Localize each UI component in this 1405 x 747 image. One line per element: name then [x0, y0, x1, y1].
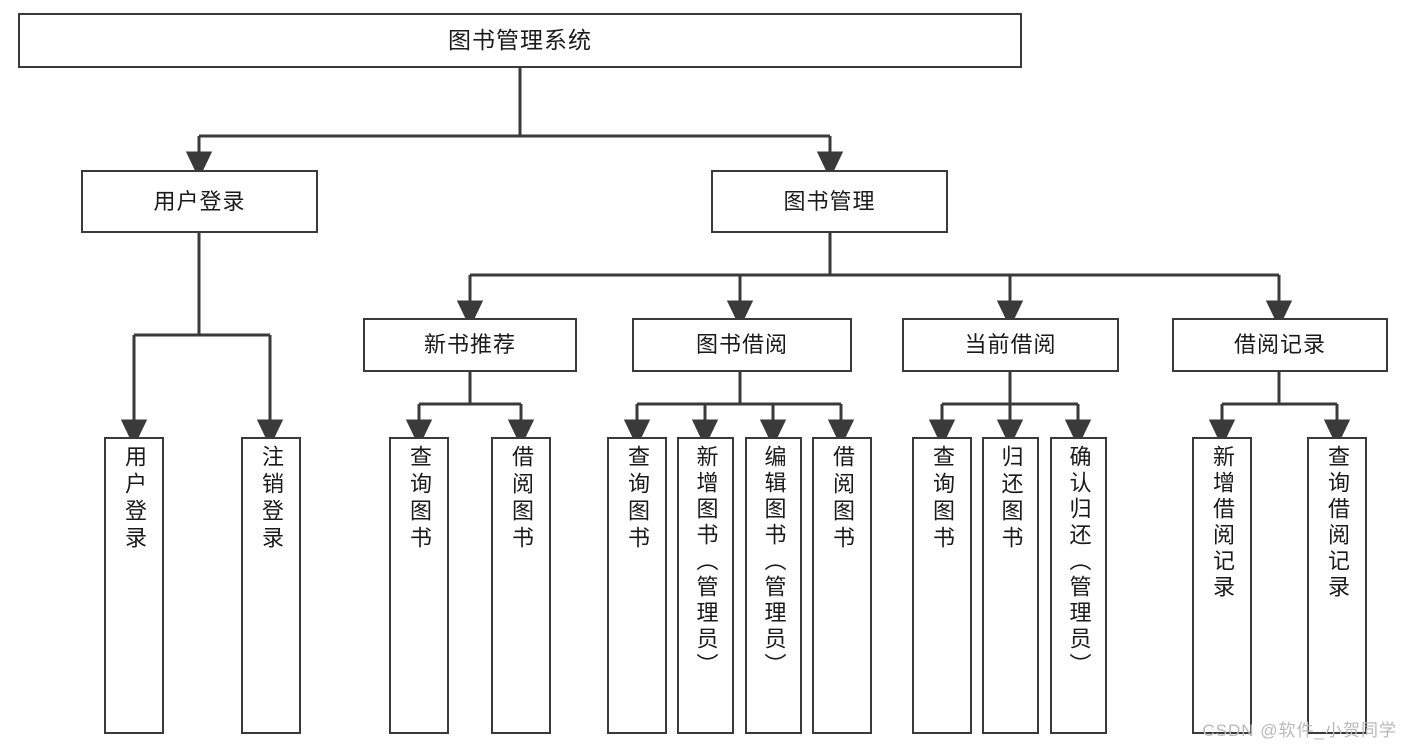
node-book-management[interactable]: 图书管理: [711, 170, 948, 233]
node-label: 图书管理系统: [448, 26, 592, 53]
leaf-user-login[interactable]: 用户登录: [104, 437, 164, 734]
node-label: 借阅记录: [1233, 332, 1326, 358]
node-label: 新增图书（管理员）: [693, 445, 719, 679]
node-user-login[interactable]: 用户登录: [81, 170, 318, 233]
node-label: 图书管理: [783, 188, 876, 214]
node-root-system[interactable]: 图书管理系统: [18, 13, 1022, 68]
watermark-text: CSDN @软件_小贺同学: [1202, 721, 1397, 740]
node-label: 归还图书: [998, 445, 1024, 553]
leaf-logout-login[interactable]: 注销登录: [241, 437, 301, 734]
leaf-query-record[interactable]: 查询借阅记录: [1307, 437, 1367, 734]
leaf-borrow-book-2[interactable]: 借阅图书: [812, 437, 872, 734]
node-label: 编辑图书（管理员）: [761, 445, 787, 679]
node-borrow-record[interactable]: 借阅记录: [1172, 318, 1388, 372]
node-label: 用户登录: [153, 188, 246, 214]
leaf-confirm-return[interactable]: 确认归还（管理员）: [1050, 437, 1107, 734]
node-label: 查询借阅记录: [1325, 445, 1350, 601]
node-label: 借阅图书: [509, 445, 534, 553]
node-label: 注销登录: [259, 445, 284, 553]
leaf-query-book-1[interactable]: 查询图书: [389, 437, 449, 734]
node-label: 确认归还（管理员）: [1066, 445, 1092, 679]
leaf-query-book-2[interactable]: 查询图书: [607, 437, 667, 734]
leaf-add-book[interactable]: 新增图书（管理员）: [677, 437, 734, 734]
node-new-book-recommend[interactable]: 新书推荐: [363, 318, 577, 372]
leaf-edit-book[interactable]: 编辑图书（管理员）: [745, 437, 802, 734]
leaf-add-record[interactable]: 新增借阅记录: [1192, 437, 1252, 734]
leaf-borrow-book-1[interactable]: 借阅图书: [491, 437, 551, 734]
node-label: 查询图书: [930, 445, 955, 553]
node-book-borrow[interactable]: 图书借阅: [632, 318, 852, 372]
node-current-borrow[interactable]: 当前借阅: [902, 318, 1119, 372]
leaf-return-book[interactable]: 归还图书: [982, 437, 1039, 734]
node-label: 借阅图书: [830, 445, 855, 553]
node-label: 查询图书: [407, 445, 432, 553]
node-label: 当前借阅: [964, 332, 1057, 358]
node-label: 查询图书: [625, 445, 650, 553]
leaf-query-book-3[interactable]: 查询图书: [912, 437, 972, 734]
node-label: 新书推荐: [423, 332, 516, 358]
node-label: 用户登录: [122, 445, 147, 553]
node-label: 新增借阅记录: [1210, 445, 1235, 601]
node-label: 图书借阅: [695, 332, 788, 358]
